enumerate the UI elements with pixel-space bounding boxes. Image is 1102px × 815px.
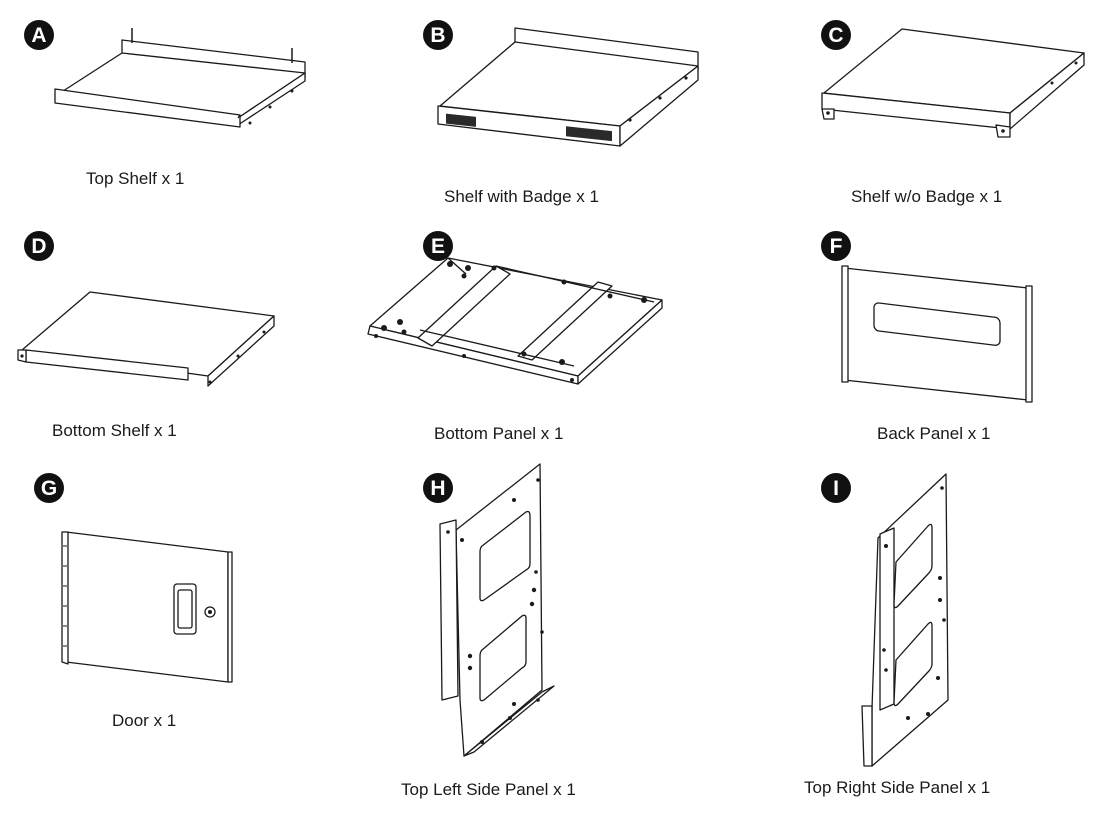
part-f-badge: F	[821, 231, 851, 261]
bottom-shelf-drawing	[12, 288, 282, 393]
part-g-caption: Door x 1	[112, 711, 177, 730]
part-e-caption: Bottom Panel x 1	[434, 424, 564, 443]
shelf-without-badge-drawing	[820, 25, 1090, 145]
part-c-caption: Shelf w/o Badge x 1	[851, 187, 1003, 206]
part-a-badge: A	[24, 20, 54, 50]
part-d-caption: Bottom Shelf x 1	[52, 421, 177, 440]
back-panel-drawing	[838, 262, 1038, 407]
top-right-side-panel-drawing	[858, 470, 954, 770]
top-left-side-panel-drawing	[434, 460, 558, 760]
part-a-caption: Top Shelf x 1	[86, 169, 185, 188]
part-b-caption: Shelf with Badge x 1	[444, 187, 599, 206]
door-drawing	[58, 526, 238, 686]
part-i-badge: I	[821, 473, 851, 503]
part-h-caption: Top Left Side Panel x 1	[401, 780, 576, 799]
top-shelf-drawing	[40, 15, 320, 145]
part-b-badge: B	[423, 20, 453, 50]
part-d-badge: D	[24, 231, 54, 261]
part-i-caption: Top Right Side Panel x 1	[804, 778, 991, 797]
part-f-caption: Back Panel x 1	[877, 424, 991, 443]
bottom-panel-drawing	[364, 252, 666, 387]
shelf-with-badge-drawing	[430, 22, 710, 152]
part-g-badge: G	[34, 473, 64, 503]
part-h-badge: H	[423, 473, 453, 503]
part-e-badge: E	[423, 231, 453, 261]
part-c-badge: C	[821, 20, 851, 50]
